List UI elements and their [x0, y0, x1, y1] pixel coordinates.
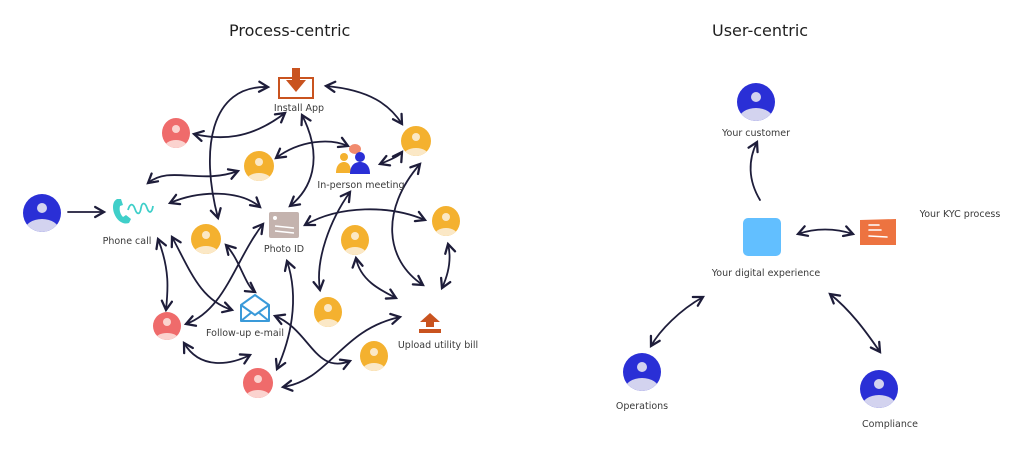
arrow-right-yellow-to-bill — [391, 162, 425, 287]
person-red-icon — [162, 118, 190, 148]
arrow-meeting-to-lower-yellow — [312, 190, 352, 293]
compliance-label: Compliance — [862, 419, 918, 430]
arrow-red-left-to-bottom — [182, 341, 253, 365]
in-person-meeting-label: In-person meeting — [317, 180, 405, 191]
person-yellow-icon — [314, 297, 342, 327]
arrow-install-to-red-person — [191, 111, 287, 143]
arrow-meeting-to-right-yellow — [377, 150, 404, 167]
arrow-install-to-right-yellow — [323, 80, 404, 126]
arrow-install-to-photo — [288, 112, 315, 208]
photo-id-label: Photo ID — [263, 244, 305, 255]
person-yellow-icon — [191, 224, 221, 254]
user-centric-title: User-centric — [712, 21, 809, 40]
install-app-icon — [278, 68, 314, 99]
arrow-photo-to-far-yellow — [303, 208, 428, 227]
arrow-digital-to-compliance — [828, 292, 882, 354]
follow-up-email-label: Follow-up e-mail — [206, 328, 284, 339]
process-centric-title: Process-centric — [229, 21, 351, 40]
install-app-label: Install App — [273, 103, 325, 114]
digital-experience-icon — [743, 218, 781, 256]
arrow-photo-to-red-bottom — [274, 258, 296, 372]
arrow-red-bottom-to-bill — [280, 312, 403, 392]
person-yellow-icon — [341, 225, 369, 255]
upload-icon — [419, 313, 441, 333]
customer-avatar-icon — [23, 194, 61, 232]
photo-id-icon — [269, 212, 299, 238]
arrow-far-yellow-to-bill — [439, 241, 457, 291]
arrow-digital-to-kyc — [795, 225, 856, 238]
operations-avatar-icon — [623, 353, 661, 391]
arrow-digital-to-customer — [747, 139, 761, 201]
person-yellow-icon — [432, 206, 460, 236]
phone-call-icon — [113, 199, 154, 224]
your-digital-experience-label: Your digital experience — [711, 268, 821, 279]
arrow-photo-to-red-left — [183, 222, 265, 327]
person-red-icon — [153, 312, 181, 340]
person-red-icon — [243, 368, 273, 398]
upload-utility-bill-label: Upload utility bill — [397, 340, 479, 351]
arrow-phone-to-yellow — [146, 168, 241, 185]
arrow-phone-to-red-left — [155, 236, 174, 313]
your-customer-avatar-icon — [737, 83, 775, 121]
operations-label: Operations — [615, 401, 669, 412]
arrow-digital-to-operations — [649, 295, 705, 348]
email-icon — [240, 294, 270, 322]
arrow-yellow-to-email — [224, 243, 257, 294]
compliance-avatar-icon — [860, 370, 898, 408]
your-customer-label: Your customer — [721, 128, 791, 139]
arrow-yellow-to-meeting — [274, 136, 351, 160]
person-yellow-icon — [360, 341, 388, 371]
arrow-phone-to-photo — [167, 192, 262, 209]
kyc-process-icon — [860, 219, 896, 245]
arrow-mid-yellow-to-bill — [351, 255, 399, 300]
person-yellow-icon — [401, 126, 431, 156]
phone-call-label: Phone call — [102, 236, 152, 247]
person-yellow-icon — [244, 151, 274, 181]
in-person-meeting-icon — [336, 144, 370, 174]
your-kyc-process-label: Your KYC process — [919, 209, 1001, 220]
